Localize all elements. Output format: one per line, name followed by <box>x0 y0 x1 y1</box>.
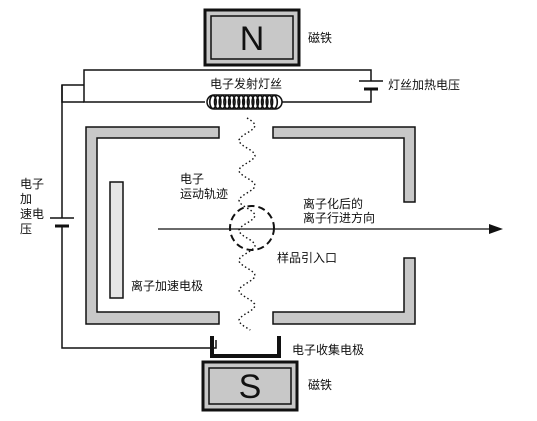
electron-collector-label: 电子收集电极 <box>292 342 364 357</box>
svg-text:离子化后的: 离子化后的 <box>303 196 363 211</box>
svg-text:电子: 电子 <box>20 177 44 191</box>
magnet-south-label: 磁铁 <box>308 377 332 392</box>
ion-accelerating-electrode-label: 离子加速电极 <box>131 278 203 293</box>
svg-text:速电: 速电 <box>20 207 44 221</box>
svg-text:离子行进方向: 离子行进方向 <box>303 210 375 225</box>
magnet-north-inner <box>210 15 294 60</box>
filament-coil-loop <box>270 94 279 110</box>
acceleration-circuit-wires <box>61 84 217 349</box>
ion-direction-arrow <box>158 224 503 234</box>
svg-text:加: 加 <box>20 192 32 206</box>
filament-coil-loop <box>265 94 274 110</box>
electron-collector <box>210 336 281 358</box>
filament-heating-battery <box>359 80 383 91</box>
filament-coil-loop <box>232 94 241 110</box>
filament-coil-loop <box>246 94 255 110</box>
svg-text:运动轨迹: 运动轨迹 <box>180 187 228 201</box>
filament-coil-loop <box>227 94 236 110</box>
ionization-chamber <box>85 126 416 325</box>
sample-inlet-label: 样品引入口 <box>277 250 337 265</box>
magnet-north-label: 磁铁 <box>308 30 332 45</box>
ion-accelerating-electrode <box>109 181 124 299</box>
magnet-north-letter: N <box>240 20 265 58</box>
chamber-wall-left <box>85 126 220 325</box>
chamber-wall-bottom-right <box>272 257 416 325</box>
filament-coil-loop <box>237 94 246 110</box>
electron-trajectory-path <box>238 117 256 331</box>
svg-text:压: 压 <box>20 222 32 236</box>
filament-coil-loop <box>218 94 227 110</box>
filament-circuit-wires <box>83 69 372 103</box>
ionization-region-circle <box>229 205 275 251</box>
filament-coil-loop <box>260 94 269 110</box>
ion-direction-label: 离子化后的 离子行进方向 <box>303 196 375 225</box>
magnet-south-letter: S <box>239 368 262 406</box>
chamber-wall-top-right <box>272 126 416 203</box>
filament-coil-loop <box>223 94 232 110</box>
filament-coil-loop <box>209 94 218 110</box>
acceleration-battery <box>50 217 74 228</box>
filament-heating-voltage-label: 灯丝加热电压 <box>388 78 460 92</box>
filament-coil-loop <box>251 94 260 110</box>
magnet-south-inner <box>208 367 292 405</box>
svg-text:电子: 电子 <box>180 172 204 186</box>
filament-coil-loop <box>255 94 264 110</box>
magnet-south: S <box>201 360 299 412</box>
filament-coil <box>206 94 283 110</box>
filament-label: 电子发射灯丝 <box>210 76 282 91</box>
magnet-north: N <box>203 8 301 67</box>
filament-coil-loop <box>241 94 250 110</box>
electron-acceleration-voltage-label: 电子 加 速电 压 <box>20 177 44 236</box>
filament-coil-loop <box>213 94 222 110</box>
electron-trajectory-label: 电子 运动轨迹 <box>180 172 228 201</box>
